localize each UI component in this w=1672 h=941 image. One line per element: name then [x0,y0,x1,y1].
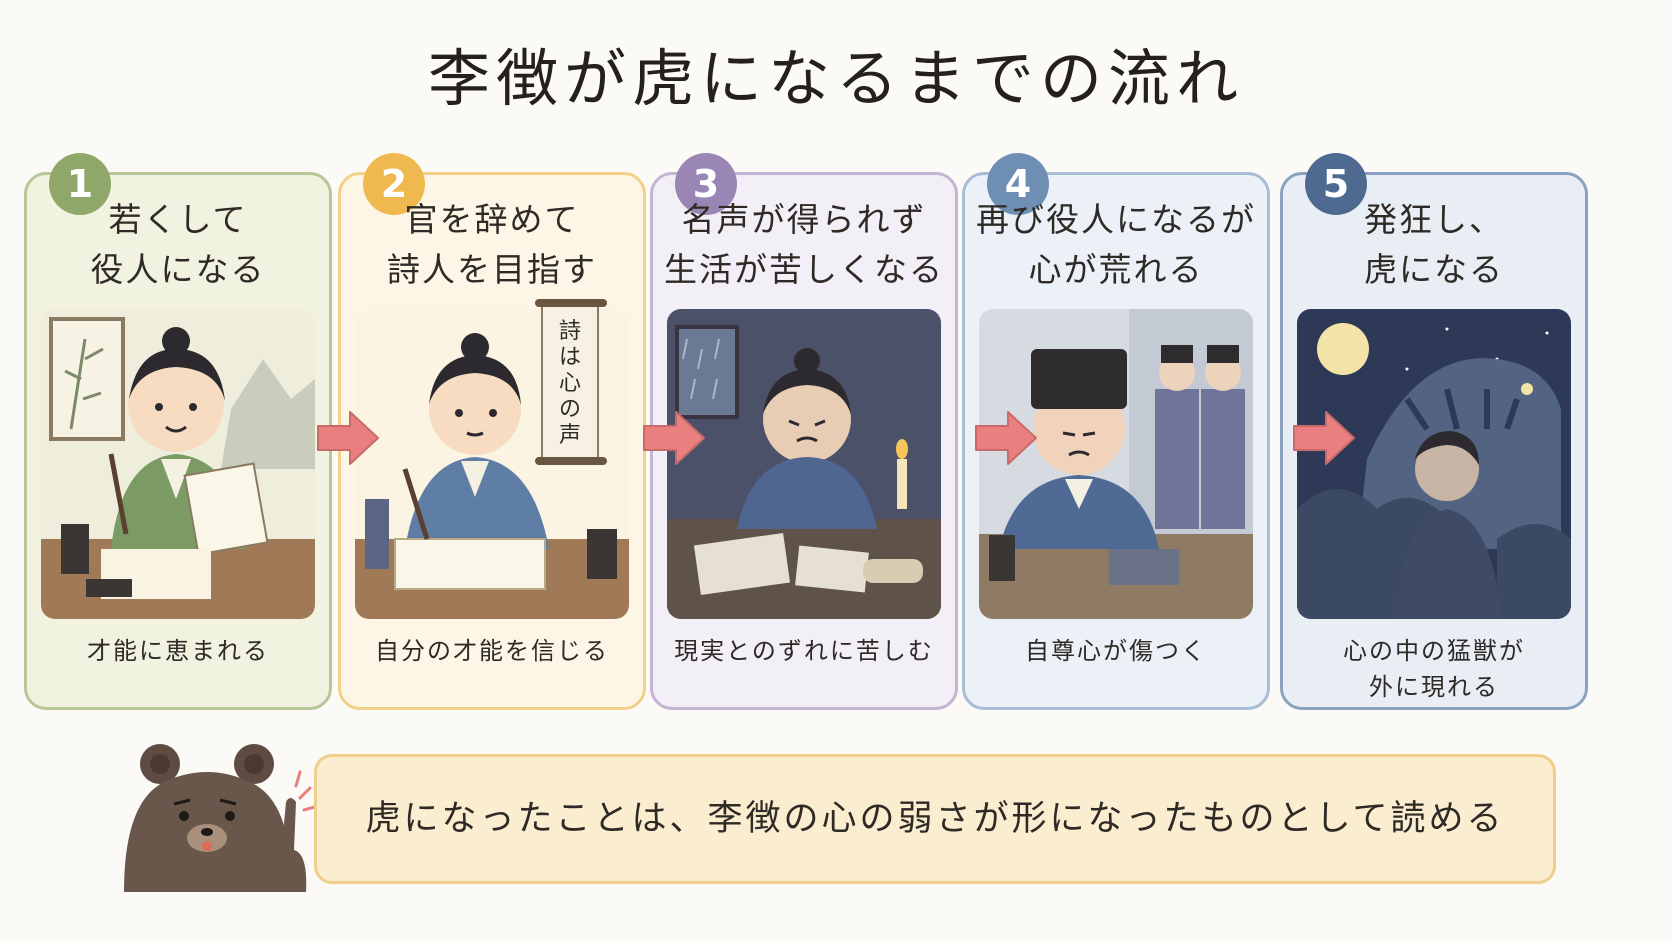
step-number-badge: 4 [987,153,1049,215]
step-card-1: 1 若くして 役人になる 才能に恵まれる [24,153,332,710]
step-caption: 心の中の猛獣が 外に現れる [1343,637,1525,701]
arrow-right-icon [1293,411,1355,465]
step-caption: 自尊心が傷つく [1025,637,1207,665]
arrow-right-icon [317,411,379,465]
step-caption: 才能に恵まれる [87,637,269,665]
illustration-official-again [979,309,1253,619]
step-heading: 発狂し、 虎になる [1364,200,1504,289]
step-heading: 官を辞めて 詩人を目指す [387,200,597,289]
step-number-badge: 5 [1305,153,1367,215]
step-card-5: 5 発狂し、 虎になる 心の中の猛獣が 外に現れる [1280,153,1588,710]
step-card-3: 3 名声が得られず 生活が苦しくなる 現実とのずれに苦しむ [650,153,958,710]
step-heading: 再び役人になるが 心が荒れる [976,200,1256,289]
step-caption: 現実とのずれに苦しむ [674,637,934,665]
step-card-4: 4 再び役人になるが 心が荒れる 自尊心が傷つく [962,153,1270,710]
arrow-right-icon [643,411,705,465]
bear-mascot-icon [124,744,320,892]
step-number-badge: 3 [675,153,737,215]
step-card-2: 2 官を辞めて 詩人を目指す 詩 は 心 の 声 [338,153,646,710]
page-title: 李徴が虎になるまでの流れ [427,42,1244,115]
step-heading: 若くして 役人になる [90,200,266,289]
arrow-right-icon [975,411,1037,465]
step-caption: 自分の才能を信じる [375,637,609,665]
illustration-young-official [41,309,315,619]
step-number-badge: 2 [363,153,425,215]
step-heading: 名声が得られず 生活が苦しくなる [664,200,944,289]
poem-scroll: 詩 は 心 の 声 [535,299,607,465]
illustration-tiger-transformation [1297,309,1571,619]
step-number-badge: 1 [49,153,111,215]
illustration-struggling-poet [667,309,941,619]
conclusion-note: 虎になったことは、李徴の心の弱さが形になったものとして読める [314,754,1556,884]
